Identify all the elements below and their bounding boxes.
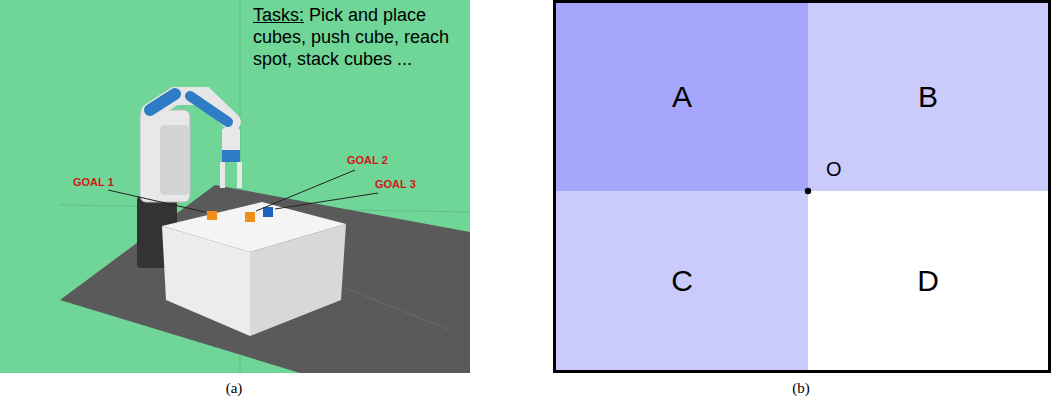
subfigure-caption: (a)	[226, 380, 243, 397]
region-letter: B	[918, 80, 938, 114]
map-frame	[555, 2, 1050, 372]
goal-label: GOAL 3	[375, 178, 416, 190]
region-letter: A	[672, 80, 692, 114]
robot-body	[140, 110, 190, 202]
leader-line	[256, 170, 355, 211]
origin-label: O	[826, 158, 842, 181]
map-region: C	[556, 191, 808, 370]
cube	[245, 212, 255, 222]
subfigure-caption: (b)	[792, 380, 810, 397]
leader-line	[275, 193, 378, 209]
map-region: B	[808, 3, 1048, 191]
region-letter: C	[671, 264, 693, 298]
map-border	[555, 2, 1050, 372]
cube	[207, 211, 217, 220]
leader-line	[108, 190, 205, 212]
scene-background	[0, 0, 470, 373]
region-letter: D	[917, 264, 939, 298]
goal-label: GOAL 1	[73, 176, 114, 188]
task-note: Tasks:Pick and place cubes, push cube, r…	[253, 4, 475, 70]
map-region: A	[556, 3, 808, 191]
map-region: D	[808, 191, 1048, 370]
goal-label: GOAL 2	[347, 154, 388, 166]
cube	[263, 207, 273, 217]
task-heading: Tasks:	[253, 5, 304, 25]
floor	[60, 185, 470, 373]
